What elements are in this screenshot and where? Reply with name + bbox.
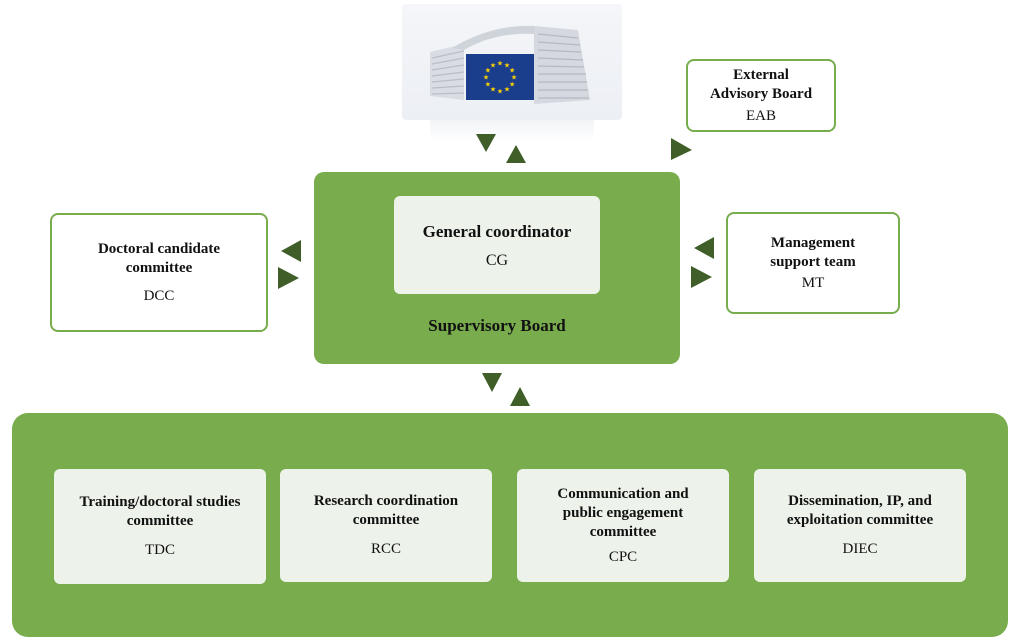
logo-reflection [430, 120, 594, 142]
training-committee-box: Training/doctoral studies committee TDC [54, 469, 266, 584]
eu-star-icon: ★ [497, 88, 503, 96]
tdc-title-line1: Training/doctoral studies [79, 494, 241, 510]
cpc-title-line1: Communication and [557, 485, 689, 502]
diec-abbr: DIEC [842, 541, 878, 557]
diec-title-line1: Dissemination, IP, and [788, 493, 932, 509]
arrow-left-icon [694, 237, 714, 259]
cpc-title-line2: public engagement [562, 504, 684, 521]
eu-star-icon: ★ [509, 81, 515, 89]
general-coordinator-box: General coordinator CG [394, 196, 600, 294]
eu-building-icon: ★★★★★★★★★★★★ [430, 25, 590, 104]
eu-commission-logo: ★★★★★★★★★★★★ [402, 4, 622, 120]
external-board-title-line2: Advisory Board [709, 85, 813, 102]
rcc-abbr: RCC [370, 541, 401, 557]
arrow-down-icon [476, 134, 496, 152]
general-coordinator-abbr: CG [485, 251, 509, 269]
eu-star-icon: ★ [511, 74, 517, 82]
doctoral-candidate-committee-box: Doctoral candidate committee DCC [50, 213, 268, 332]
dissemination-committee-box: Dissemination, IP, and exploitation comm… [754, 469, 966, 582]
dcc-title-line2: committee [125, 259, 193, 276]
arrow-up-icon [506, 145, 526, 163]
external-advisory-board-box: External Advisory Board EAB [686, 59, 836, 132]
supervisory-board-label: Supervisory Board [428, 316, 566, 335]
diec-title-line2: exploitation committee [786, 512, 934, 528]
eu-star-icon: ★ [504, 61, 510, 69]
mt-title-line1: Management [770, 234, 856, 251]
mt-title-line2: support team [770, 253, 856, 270]
eu-star-icon: ★ [504, 86, 510, 94]
rcc-title-line1: Research coordination [313, 493, 459, 509]
arrow-right-icon [278, 267, 299, 289]
arrow-down-icon [482, 373, 502, 392]
eu-star-icon: ★ [490, 61, 496, 69]
eu-star-icon: ★ [485, 67, 491, 75]
eu-star-icon: ★ [497, 60, 503, 68]
external-board-abbr: EAB [746, 107, 776, 124]
eu-star-icon: ★ [509, 67, 515, 75]
cpc-abbr: CPC [608, 548, 638, 565]
eu-star-icon: ★ [485, 81, 491, 89]
research-committee-box: Research coordination committee RCC [280, 469, 492, 582]
arrow-left-icon [281, 240, 301, 262]
cpc-title-line3: committee [589, 523, 657, 540]
communication-committee-box: Communication and public engagement comm… [517, 469, 729, 582]
dcc-abbr: DCC [143, 287, 175, 304]
general-coordinator-title: General coordinator [422, 221, 572, 241]
arrow-right-icon [671, 138, 692, 160]
external-board-title-line1: External [733, 66, 789, 83]
management-support-team-box: Management support team MT [726, 212, 900, 314]
eu-star-icon: ★ [490, 86, 496, 94]
tdc-title-line2: committee [126, 513, 194, 529]
rcc-title-line2: committee [352, 512, 420, 528]
tdc-abbr: TDC [145, 542, 175, 558]
arrow-up-icon [510, 387, 530, 406]
dcc-title-line1: Doctoral candidate [97, 240, 221, 257]
eu-star-icon: ★ [483, 74, 489, 82]
mt-abbr: MT [801, 274, 825, 291]
arrow-right-icon [691, 266, 712, 288]
